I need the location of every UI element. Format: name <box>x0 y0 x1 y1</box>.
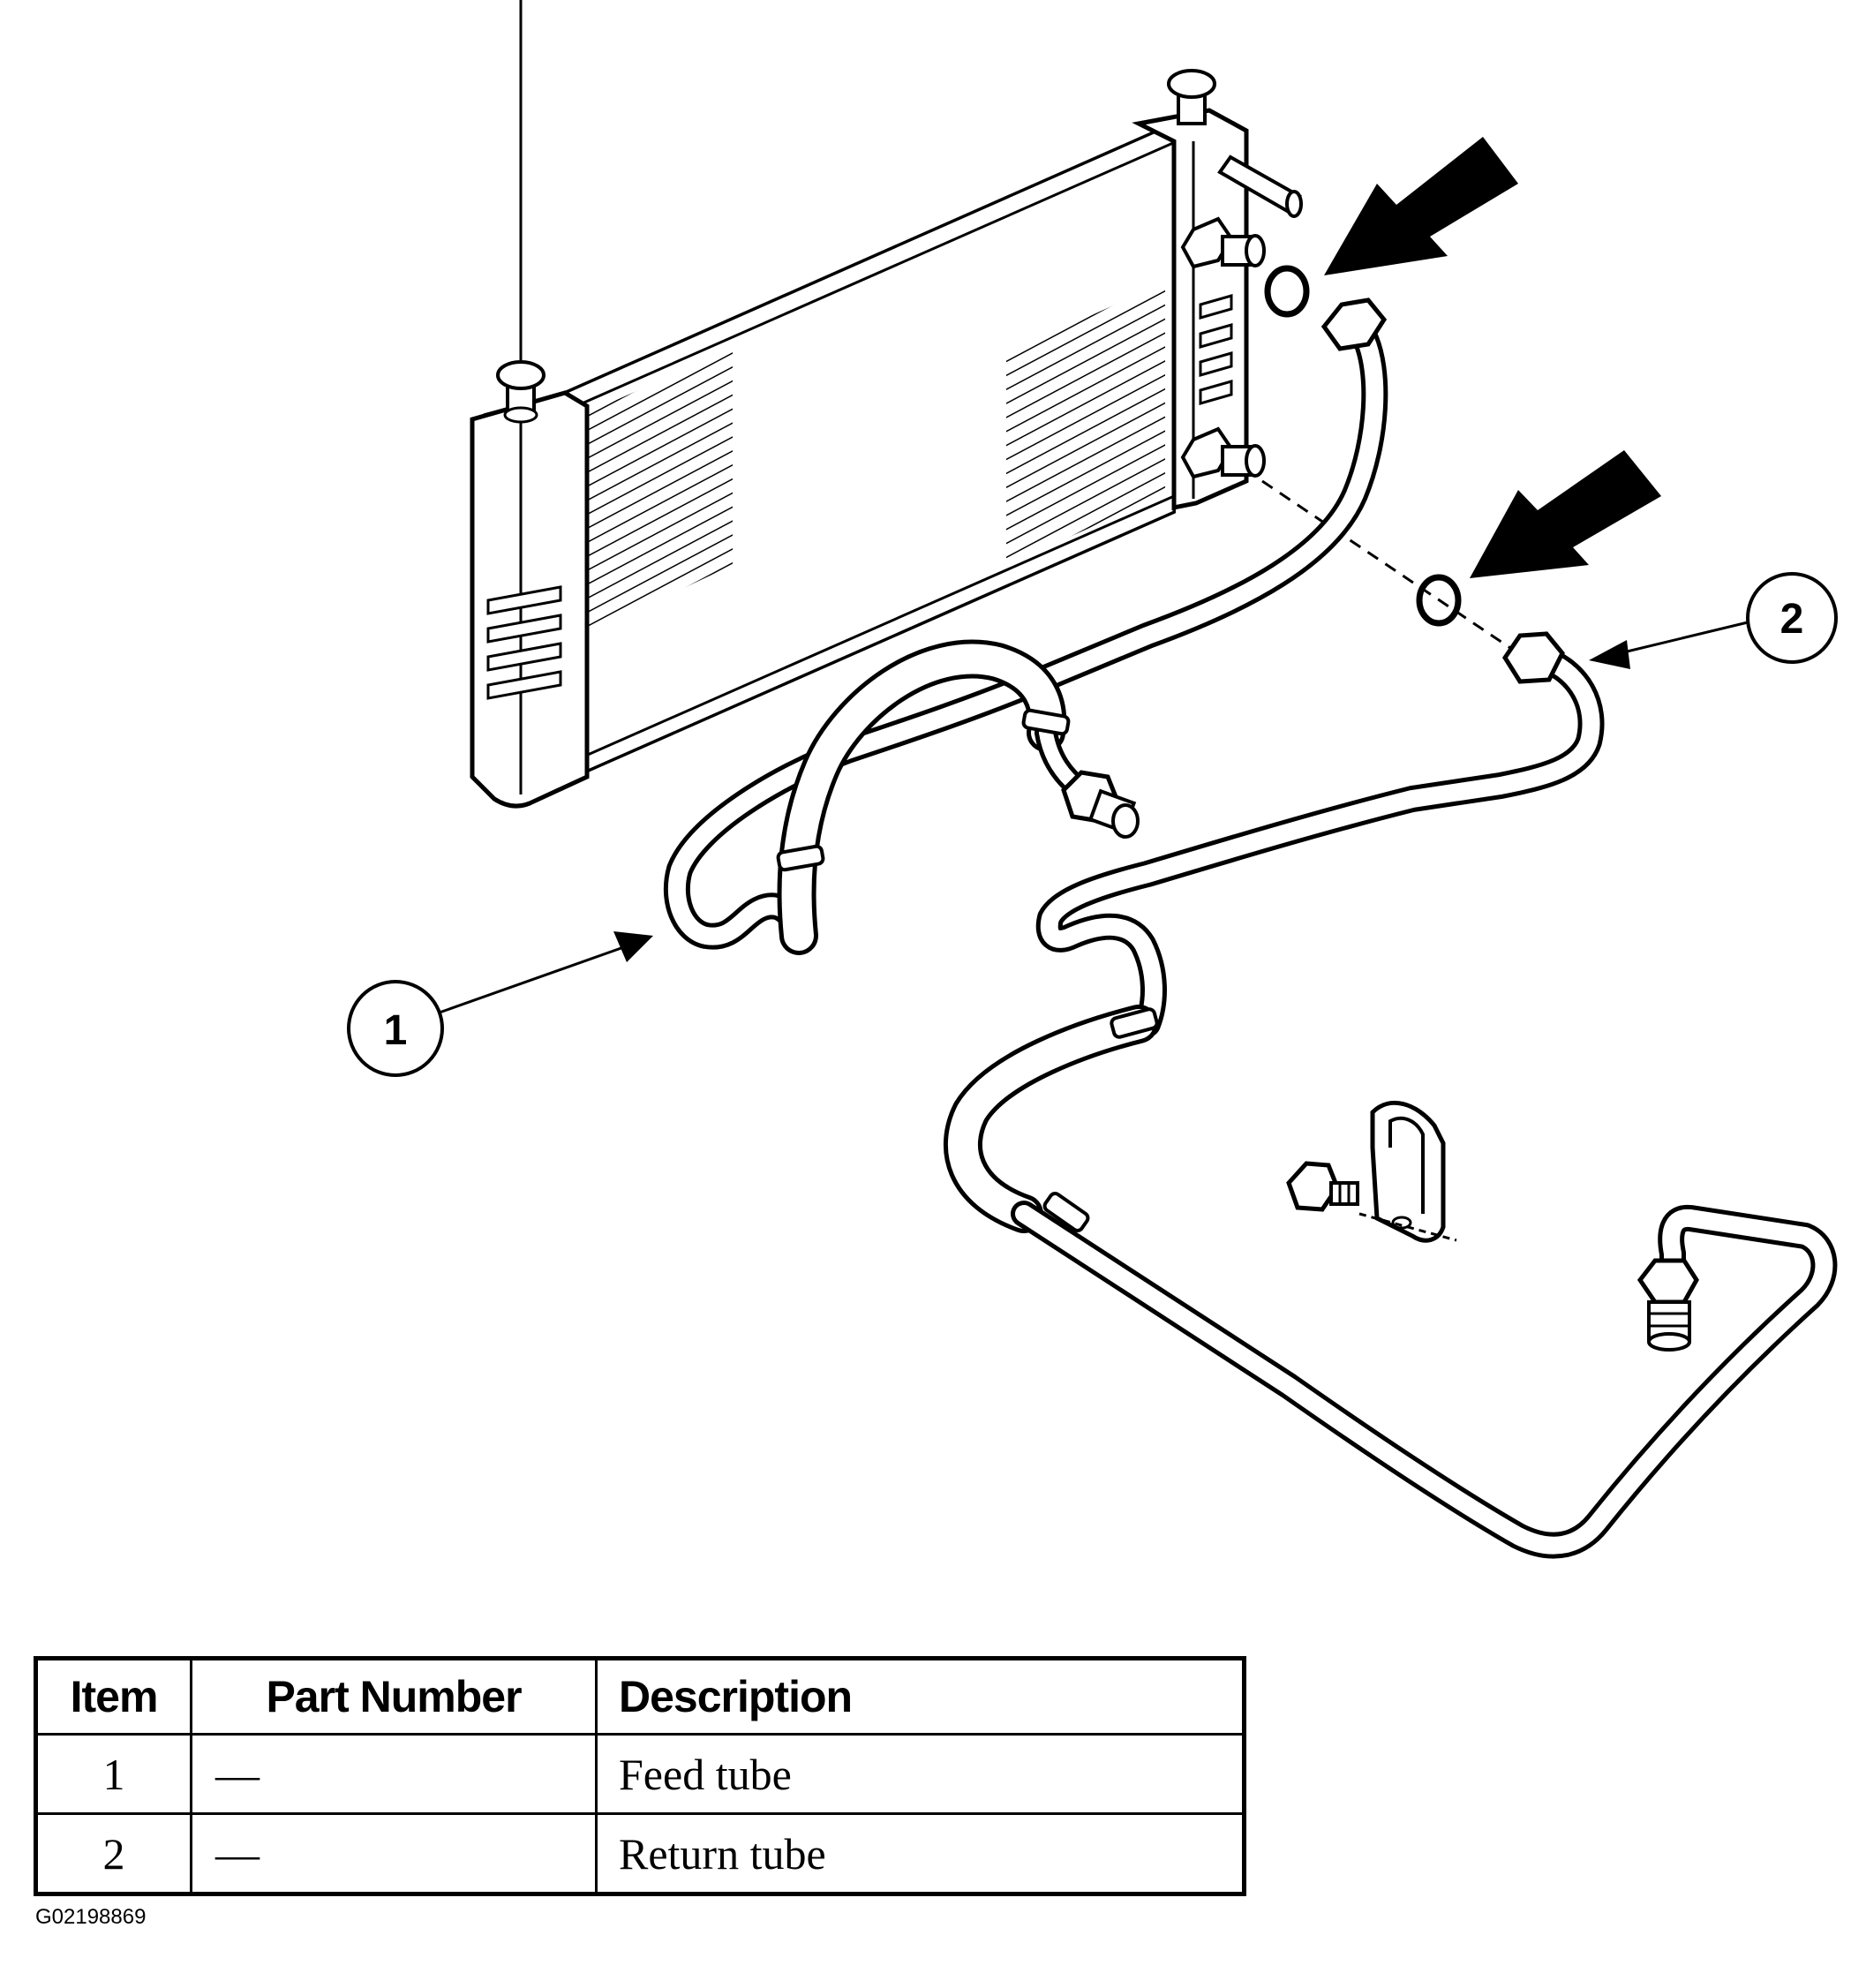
parts-table: Item Part Number Description 1 — Feed tu… <box>34 1656 1246 1896</box>
table-row: 2 — Return tube <box>34 1812 1245 1895</box>
upper-o-ring <box>1264 265 1310 318</box>
table-header-row: Item Part Number Description <box>34 1657 1245 1736</box>
callout-1: 1 <box>347 931 653 1077</box>
row-1-item: 1 <box>34 1733 192 1815</box>
bolt-alignment-line <box>1358 1212 1457 1242</box>
radiator <box>470 0 1303 809</box>
row-1-part-number: — <box>190 1733 598 1815</box>
radiator-fins-right <box>1006 282 1165 565</box>
row-2-item: 2 <box>34 1812 192 1895</box>
callout-1-label: 1 <box>384 1007 408 1054</box>
transmission-cooler-line-diagram: 1 2 <box>347 0 1838 1559</box>
callout-2-arrowhead <box>1589 640 1630 669</box>
return-tube <box>943 644 1838 1559</box>
right-tank-slots <box>1199 294 1233 405</box>
table-row: 1 — Feed tube <box>34 1733 1245 1815</box>
mounting-bracket <box>1370 1100 1446 1243</box>
row-2-description: Return tube <box>595 1812 1245 1895</box>
feed-hose-clamps <box>776 708 1071 872</box>
return-tube-upper-nut <box>1502 631 1565 684</box>
callout-1-arrowhead <box>613 931 653 962</box>
callout-2: 2 <box>1589 572 1838 669</box>
left-tank-slots <box>486 585 562 700</box>
lower-o-ring <box>1416 574 1462 627</box>
alignment-line <box>1261 479 1519 655</box>
feed-tube-upper-nut <box>1320 297 1388 351</box>
row-1-description: Feed tube <box>595 1733 1245 1815</box>
radiator-fins-left <box>583 349 733 636</box>
callout-2-label: 2 <box>1780 596 1804 643</box>
upper-cooler-fitting <box>1180 216 1266 269</box>
left-tank <box>470 0 590 809</box>
header-description: Description <box>595 1657 1245 1736</box>
figure-id: G02198869 <box>35 1905 147 1929</box>
radiator-inlet-pipe <box>1217 154 1303 218</box>
lower-cooler-fitting <box>1180 426 1266 479</box>
return-hose-clamps <box>1042 1007 1159 1232</box>
bracket-bolt <box>1286 1161 1359 1212</box>
return-tube-lower-fitting <box>1637 1258 1699 1352</box>
upper-indicator-arrow <box>1324 137 1518 275</box>
feed-tube-lower-fitting <box>1061 770 1140 839</box>
right-tank-cap <box>1167 69 1216 125</box>
left-tank-cap <box>496 360 546 424</box>
header-item: Item <box>34 1657 192 1736</box>
row-2-part-number: — <box>190 1812 598 1895</box>
header-part-number: Part Number <box>190 1657 598 1736</box>
lower-indicator-arrow <box>1470 450 1661 578</box>
right-tank <box>1132 69 1303 511</box>
